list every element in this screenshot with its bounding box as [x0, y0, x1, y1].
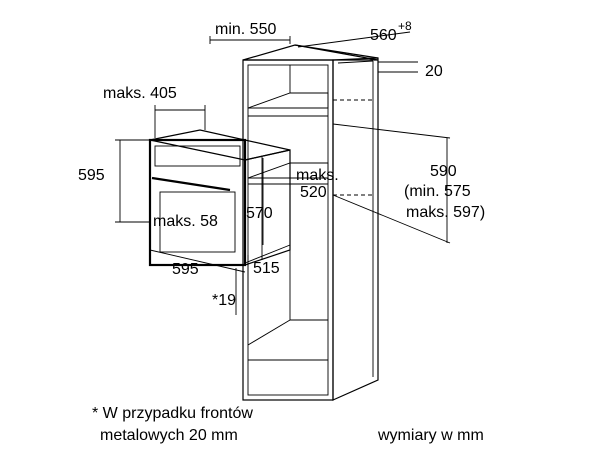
- cabinet-front-frame: [242, 59, 334, 401]
- oven-top: [149, 129, 291, 161]
- dimension-labels: min. 550 560 +8 20 590 (min. 575 maks. 5…: [78, 19, 485, 309]
- label-maks-520-prefix: maks.: [296, 167, 339, 184]
- oven: [148, 129, 291, 267]
- footnote-line1: * W przypadku frontów: [92, 405, 253, 422]
- cabinet-top-back-edge: [294, 44, 379, 59]
- label-19: *19: [212, 292, 236, 309]
- oven-handle: [151, 176, 231, 192]
- dim-line-560: [297, 35, 381, 48]
- lower-floor-left: [247, 319, 291, 346]
- label-maks-58: maks. 58: [153, 213, 218, 230]
- label-595-height: 595: [78, 167, 105, 184]
- oven-side: [244, 149, 291, 266]
- cabinet-side-inner-top: [337, 60, 374, 64]
- oven-window: [159, 191, 236, 253]
- dim-line-595-width: [149, 249, 246, 273]
- notes: * W przypadku frontów metalowych 20 mm w…: [92, 405, 484, 444]
- dimension-lines: [115, 31, 451, 315]
- label-560-tolerance: +8: [398, 19, 412, 33]
- upper-shelf-top: [247, 92, 329, 109]
- cabinet-front-inner: [247, 64, 329, 396]
- footnote-line2: metalowych 20 mm: [100, 427, 238, 444]
- label-560: 560: [370, 27, 397, 44]
- units-note: wymiary w mm: [377, 427, 484, 444]
- niche-shelf-top: [247, 162, 329, 179]
- label-min-550: min. 550: [215, 21, 276, 38]
- label-maks-405: maks. 405: [103, 85, 177, 102]
- label-590-min: (min. 575: [404, 183, 471, 200]
- label-595-width: 595: [172, 261, 199, 278]
- label-590-max: maks. 597): [406, 204, 485, 221]
- label-515: 515: [253, 260, 280, 277]
- label-520: 520: [300, 184, 327, 201]
- oven-control-panel: [154, 145, 241, 167]
- oven-front: [148, 138, 247, 267]
- label-590: 590: [430, 163, 457, 180]
- label-570: 570: [246, 205, 273, 222]
- cabinet-side-panel: [332, 57, 379, 401]
- dim-line-515: [244, 244, 291, 264]
- dim-ext-590-bottom: [332, 194, 451, 244]
- dim-ext-590-top: [332, 123, 451, 139]
- label-20: 20: [425, 63, 443, 80]
